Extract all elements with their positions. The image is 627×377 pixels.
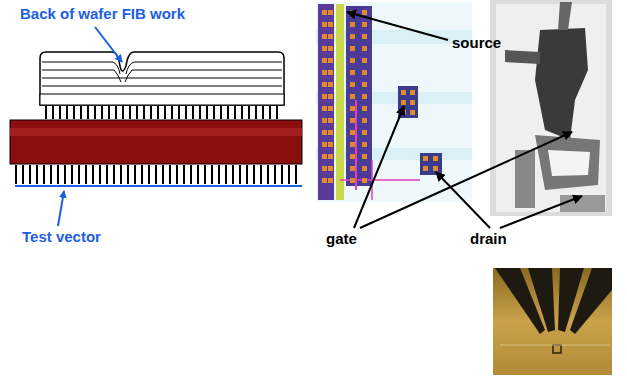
leader-arrows bbox=[347, 12, 582, 228]
layout-image bbox=[316, 2, 472, 202]
annotation-label: Test vector bbox=[22, 228, 101, 246]
annotation-label: Back of wafer FIB work bbox=[20, 5, 185, 23]
part-label: drain bbox=[470, 230, 507, 248]
part-label: gate bbox=[326, 230, 357, 248]
probe-photo bbox=[493, 268, 612, 375]
leader-arrow bbox=[58, 191, 64, 226]
leader-arrow bbox=[95, 27, 122, 62]
chip-package bbox=[10, 52, 302, 186]
part-label: source bbox=[452, 34, 501, 52]
sem-image bbox=[490, 0, 612, 216]
